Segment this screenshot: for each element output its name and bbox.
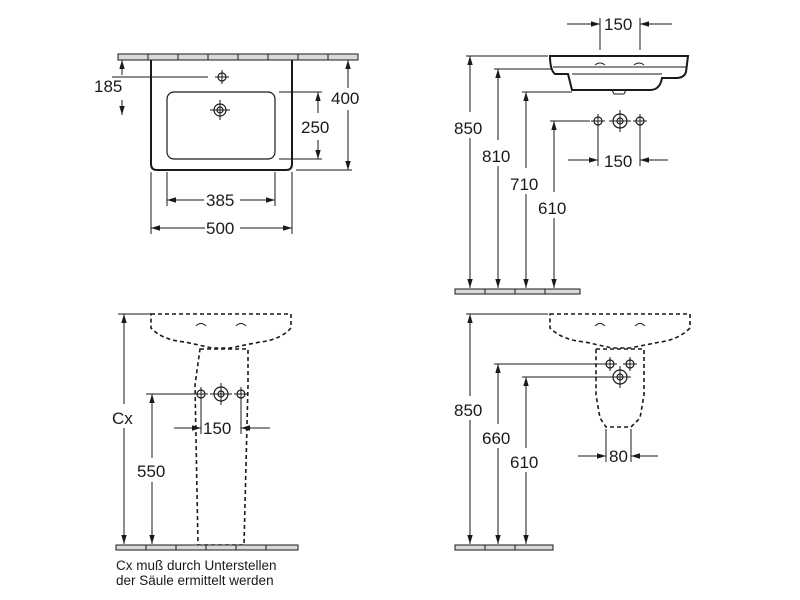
dim-250: 250 [301,118,329,137]
dim-500: 500 [206,219,234,238]
dim-550: 550 [137,462,165,481]
water-connection-icon [591,114,605,128]
top-view: 185 250 400 385 500 [94,53,359,238]
dim-850-semi: 850 [454,401,482,420]
tap-slot-icon [195,323,207,327]
water-connection-icon [603,357,617,371]
water-connection-icon [623,357,637,371]
basin-bowl [166,91,276,160]
tap-slot-icon [594,62,606,66]
dim-610-semi: 610 [510,453,538,472]
floor-strip [454,288,581,295]
dim-710: 710 [510,175,538,194]
tap-slot-icon [235,323,247,327]
pedestal-note-line-2: der Säule ermittelt werden [116,573,274,588]
waste-connection-icon [210,383,232,405]
semi-pedestal-dashed-outline [595,348,645,428]
basin-dashed-outline [549,313,691,349]
dim-150-mid: 150 [604,152,632,171]
floor-strip [454,544,554,551]
water-connection-icon [194,387,208,401]
water-connection-icon [633,114,647,128]
tap-hole-icon [215,70,229,84]
floor-strip [115,544,299,551]
dim-850-side: 850 [454,119,482,138]
dim-660: 660 [482,429,510,448]
basin-outline [150,60,293,171]
waste-connection-icon [609,110,631,132]
pedestal-view: 150 Cx 550 [112,313,299,551]
water-connection-icon [234,387,248,401]
basin-dashed-outline [150,313,292,349]
semi-pedestal-view: 80 850 660 610 [454,313,691,551]
wall-strip [117,53,359,61]
drain-icon [210,100,230,120]
dim-610-side: 610 [538,199,566,218]
tap-slot-icon [634,323,646,327]
basin-profile [548,55,690,91]
dim-385: 385 [206,191,234,210]
dim-810: 810 [482,147,510,166]
pedestal-note-line-1: Cx muß durch Unterstellen [116,558,277,573]
tap-slot-icon [633,62,645,66]
side-view: 150 150 850 810 710 610 [454,15,690,295]
tap-slot-icon [594,323,606,327]
dim-185: 185 [94,77,122,96]
dim-400: 400 [331,89,359,108]
dim-80: 80 [609,447,628,466]
dim-150-top: 150 [604,15,632,34]
pedestal-dashed-outline [194,348,249,546]
dim-cx: Cx [112,409,133,428]
dim-150-pedestal: 150 [203,419,231,438]
waste-connection-icon [609,366,631,388]
